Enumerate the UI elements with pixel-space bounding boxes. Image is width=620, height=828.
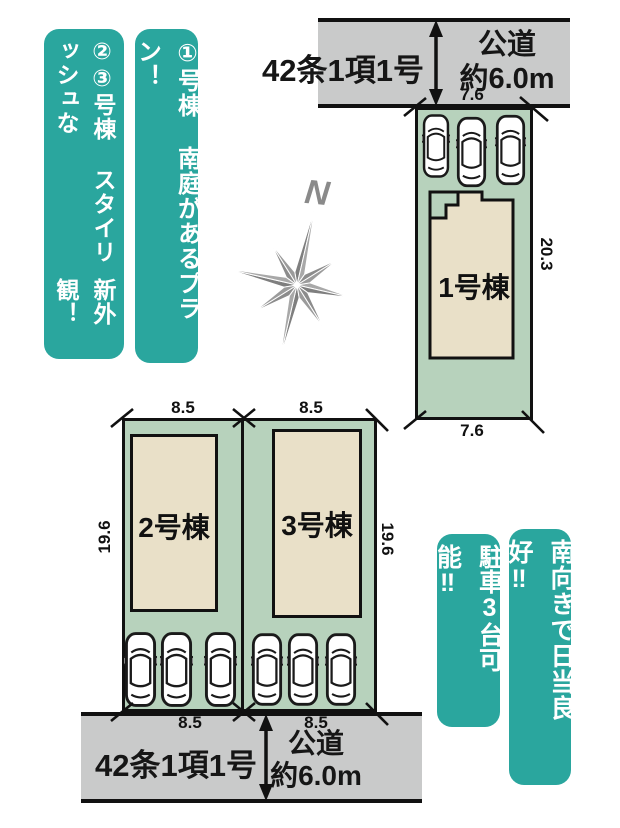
dim-plot1-right: 20.3 <box>537 237 556 271</box>
banner-plan-text: ①号棟 南庭があるプラン！ <box>133 39 201 321</box>
building-2 <box>130 434 218 612</box>
car-plot3-1 <box>251 631 283 708</box>
car-plot3-2 <box>287 631 319 708</box>
road-top <box>318 18 570 108</box>
banner-south-text: 南向きで日当良好‼ <box>505 539 575 721</box>
car-plot3-3 <box>325 631 357 708</box>
dim-plot3-top: 8.5 <box>299 398 323 417</box>
car-plot1-3 <box>495 112 526 188</box>
compass-n-label: N <box>303 173 333 214</box>
dim-plot1-bottom: 7.6 <box>460 421 484 440</box>
banner-south-garden-plan: ①号棟 南庭があるプラン！ <box>134 29 201 363</box>
building-1-label: 1号棟 <box>438 272 510 303</box>
car-plot2-1 <box>124 631 157 708</box>
dim-plot2-top: 8.5 <box>171 398 195 417</box>
building-3-label: 3号棟 <box>281 510 353 541</box>
dim-plot2-left: 19.6 <box>95 520 114 554</box>
road-top-type-width: 公道 約6.0m <box>448 28 566 96</box>
compass-north-icon: N <box>226 173 352 358</box>
road-bottom-regulation: 42条1項1号 <box>95 748 257 783</box>
road-bottom-type: 公道 <box>287 728 344 759</box>
banner-parking-3-cars: 駐車3台可能‼ <box>434 534 504 727</box>
car-plot2-3 <box>204 631 237 708</box>
banner-parking-text: 駐車3台可能‼ <box>433 544 504 672</box>
dim-plot2-bottom: 8.5 <box>178 713 202 732</box>
car-plot1-2 <box>456 113 487 191</box>
banner-stylish-line1: ②③号棟 スタイリッシュな <box>53 39 116 264</box>
banner-stylish-exterior: ②③号棟 スタイリッシュな 新外観！ <box>44 29 124 359</box>
dim-plot1-top: 7.6 <box>460 85 484 104</box>
road-bottom-width: 約6.0m <box>270 760 362 791</box>
banner-stylish-line2: 新外観！ <box>53 277 116 326</box>
building-3 <box>272 429 362 618</box>
banner-south-facing: 南向きで日当良好‼ <box>505 529 575 785</box>
building-1 <box>428 190 515 360</box>
road-top-regulation: 42条1項1号 <box>262 53 424 88</box>
road-bottom-type-width: 公道 約6.0m <box>266 728 366 792</box>
dim-plot3-bottom: 8.5 <box>304 713 328 732</box>
road-top-type: 公道 <box>477 29 536 61</box>
building-2-label: 2号棟 <box>138 512 210 543</box>
car-plot1-1 <box>422 113 450 179</box>
road-top-width: 約6.0m <box>459 63 555 95</box>
dim-plot3-right: 19.6 <box>378 522 397 556</box>
car-plot2-2 <box>160 631 193 708</box>
